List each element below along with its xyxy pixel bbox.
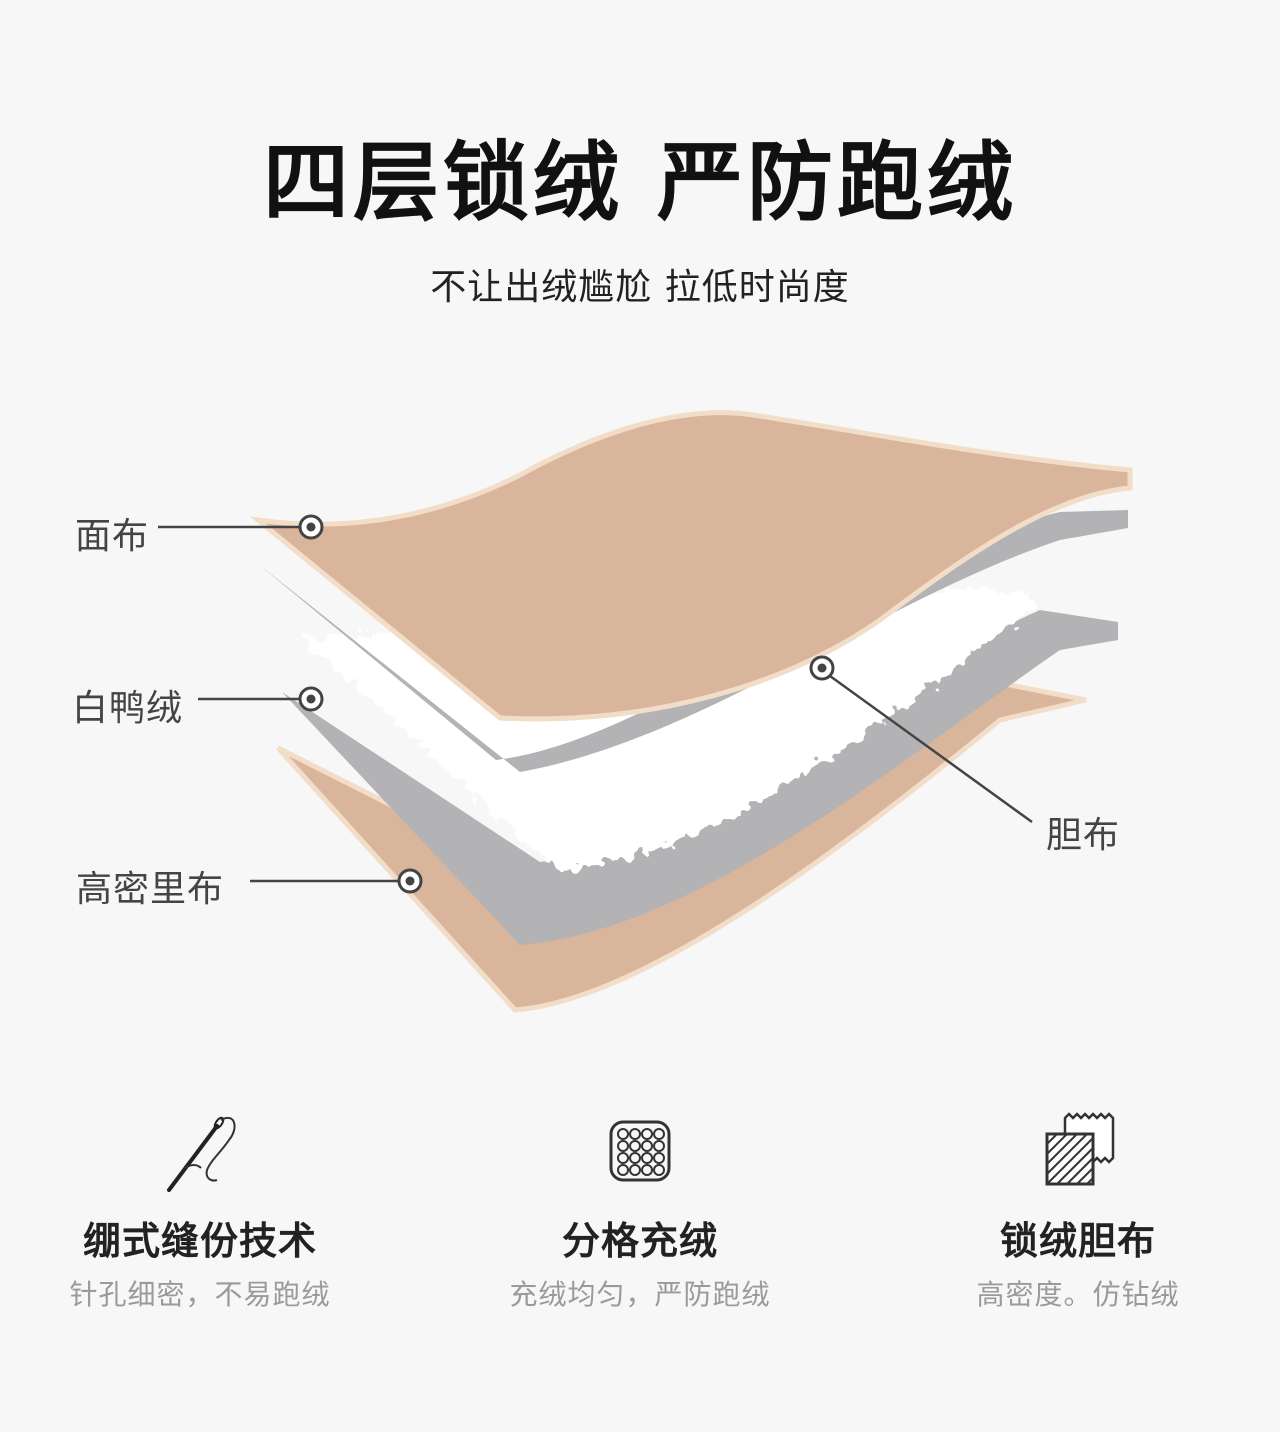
label-down-proof-fabric: 胆布 [1046,815,1121,856]
layer-markers [298,514,835,894]
outer-layer [249,410,1133,722]
feature-title: 分格充绒 [561,1219,718,1263]
feature-down-proof: 锁绒胆布 高密度。仿钻绒 [878,1108,1278,1313]
label-high-density-lining: 高密里布 [76,869,225,910]
label-outer-fabric: 面布 [75,516,150,557]
page-subtitle: 不让出绒尴尬 拉低时尚度 [430,267,850,308]
feature-desc: 高密度。仿钻绒 [976,1278,1180,1311]
feature-desc: 充绒均匀，严防跑绒 [509,1278,771,1311]
feature-title: 绷式缝份技术 [82,1219,317,1263]
feature-desc: 针孔细密，不易跑绒 [69,1278,331,1311]
feature-stitching: 绷式缝份技术 针孔细密，不易跑绒 [0,1108,400,1313]
fabric-swatch-icon [1045,1112,1115,1186]
quilted-grid-icon [609,1120,671,1182]
page-title: 四层锁绒 严防跑绒 [263,133,1017,233]
label-white-duck-down: 白鸭绒 [72,688,184,729]
feature-grid-fill: 分格充绒 充绒均匀，严防跑绒 [440,1108,840,1313]
feature-title: 锁绒胆布 [999,1219,1156,1263]
needle-thread-icon [167,1116,236,1192]
